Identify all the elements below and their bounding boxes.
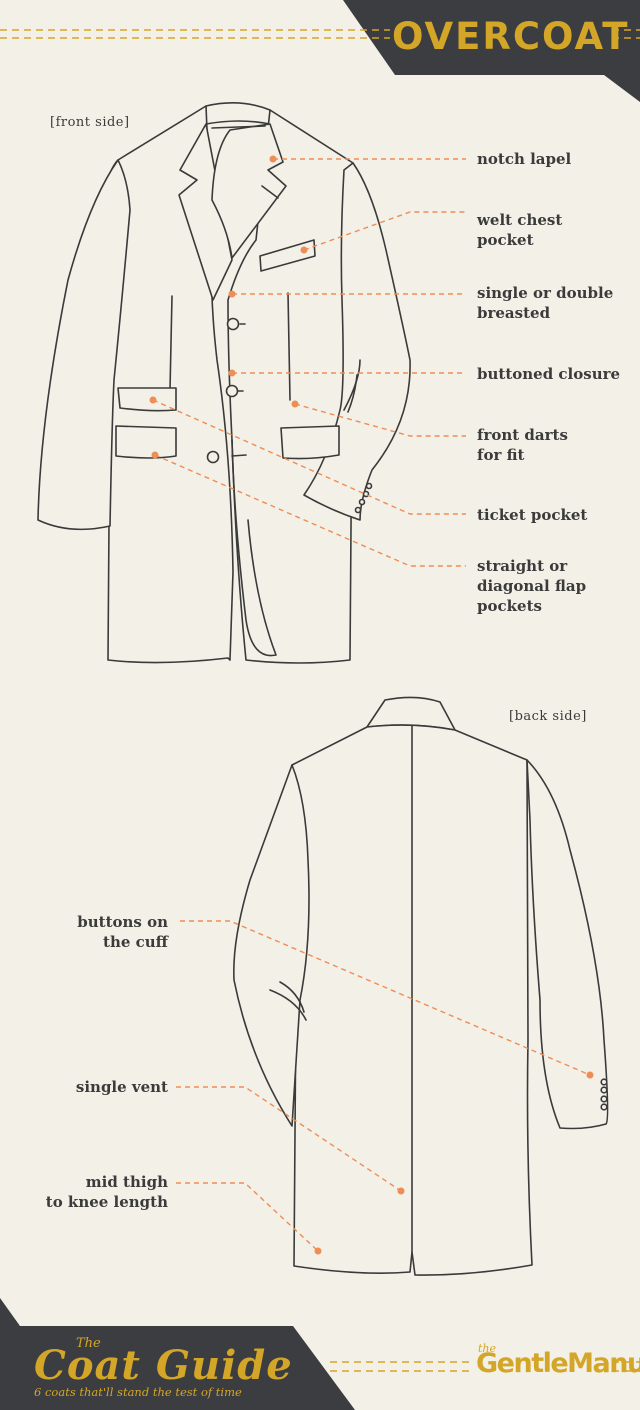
- back-leader-dots: [314, 1071, 594, 1255]
- footer-banner: [0, 1298, 355, 1410]
- front-coat-drawing: [37, 102, 411, 664]
- header-banner: [343, 0, 640, 102]
- callout-length: mid thigh to knee length: [45, 1173, 168, 1211]
- callout-front-darts: front darts for fit: [477, 426, 568, 464]
- back-side-label: [back side]: [509, 709, 587, 724]
- callout-single-vent: single vent: [75, 1078, 168, 1096]
- publisher-name: GentleManual: [476, 1348, 640, 1379]
- coat-guide-logo: The Coat Guide 6 coats that'll stand the…: [12, 1330, 302, 1405]
- callout-ticket-pocket: ticket pocket: [477, 506, 588, 524]
- callout-buttons-on-cuff: buttons on the cuff: [77, 913, 168, 951]
- logo-coat-guide: Coat Guide: [34, 1342, 293, 1389]
- callout-single-or-double-breasted: single or double breasted: [477, 284, 614, 322]
- front-leader-dots: [149, 155, 308, 459]
- logo-tagline: 6 coats that'll stand the test of time: [34, 1385, 242, 1399]
- callout-welt-chest-pocket: welt chest pocket: [477, 211, 563, 249]
- back-coat-drawing: [233, 696, 609, 1276]
- front-side-label: [front side]: [50, 115, 130, 130]
- callout-notch-lapel: notch lapel: [477, 150, 572, 168]
- back-leader-lines: [176, 920, 591, 1252]
- logo-the: The: [76, 1336, 101, 1351]
- gentle-manual-logo: the GentleManual: [476, 1342, 640, 1392]
- callout-buttoned-closure: buttoned closure: [477, 365, 621, 383]
- publisher-the: the: [478, 1342, 497, 1355]
- callout-flap-pockets: straight or diagonal flap pockets: [477, 557, 587, 615]
- page-title: OVERCOAT: [392, 15, 630, 58]
- front-leader-lines: [152, 158, 466, 567]
